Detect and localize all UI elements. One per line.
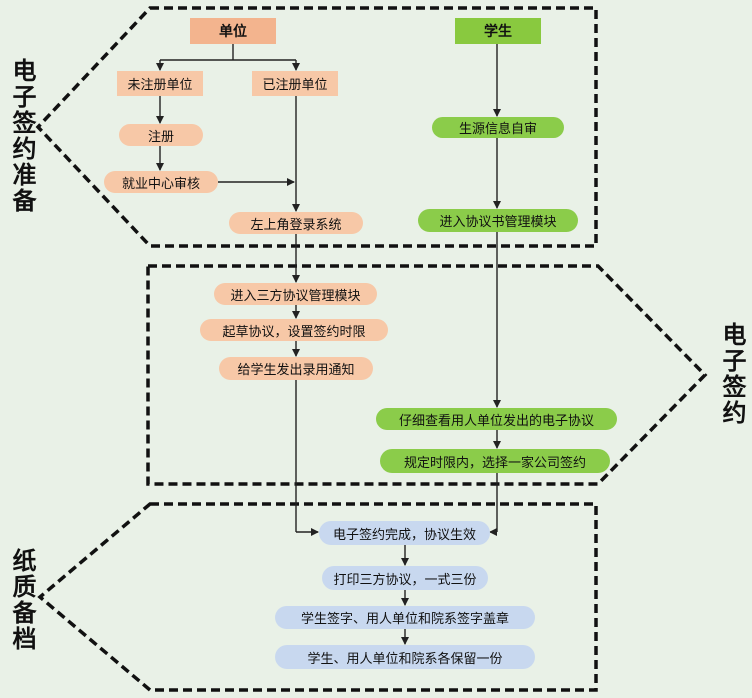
center-review-step: 就业中心审核 xyxy=(104,171,218,193)
check-e-agreement-step: 仔细查看用人单位发出的电子协议 xyxy=(376,408,617,430)
keep-copy-step: 学生、用人单位和院系各保留一份 xyxy=(275,645,535,669)
prep-stage-label: 电子签约准备 xyxy=(8,58,36,214)
self-review-step: 生源信息自审 xyxy=(432,117,564,138)
print-agreement-step: 打印三方协议，一式三份 xyxy=(322,566,488,590)
choose-company-step: 规定时限内，选择一家公司签约 xyxy=(380,449,610,473)
e-sign-complete-step: 电子签约完成，协议生效 xyxy=(319,521,490,545)
draft-agreement-step: 起草协议，设置签约时限 xyxy=(200,319,388,341)
student-header: 学生 xyxy=(455,18,541,44)
employer-header: 单位 xyxy=(190,18,276,44)
send-offer-step: 给学生发出录用通知 xyxy=(219,357,373,380)
sign-and-seal-step: 学生签字、用人单位和院系签字盖章 xyxy=(275,606,535,629)
unregistered-employer-box: 未注册单位 xyxy=(117,71,203,96)
login-step: 左上角登录系统 xyxy=(229,212,363,234)
sign-stage-label: 电子签约 xyxy=(718,322,746,426)
sign-region-outline xyxy=(146,264,708,486)
enter-tripartite-module-step: 进入三方协议管理模块 xyxy=(214,283,377,305)
enter-agreement-module-step: 进入协议书管理模块 xyxy=(418,209,578,232)
archive-stage-label: 纸质备档 xyxy=(8,548,36,652)
registered-employer-box: 已注册单位 xyxy=(252,71,338,96)
register-step: 注册 xyxy=(119,124,203,146)
prep-region-outline xyxy=(35,6,598,248)
archive-region-outline xyxy=(37,502,598,692)
